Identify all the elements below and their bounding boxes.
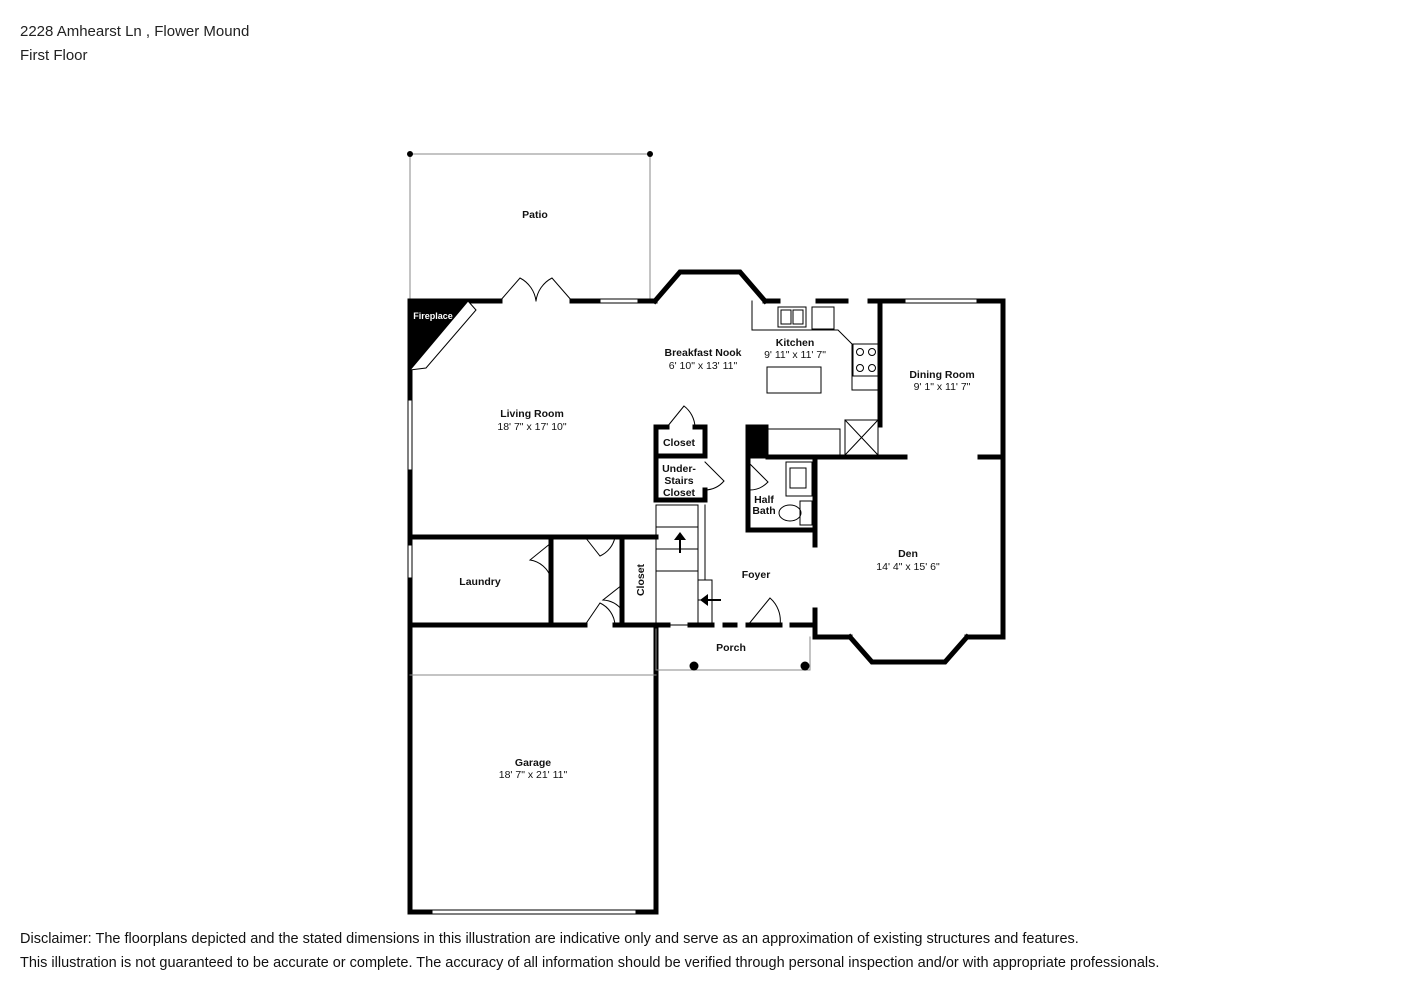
windows: [407, 298, 978, 915]
fireplace: [408, 300, 477, 372]
room-dims-garage: 18' 7" x 21' 11": [499, 769, 568, 781]
room-label-patio: Patio: [522, 209, 548, 221]
kitchen-fixtures: [751, 300, 881, 456]
room-label-under-stairs-3: Closet: [663, 487, 696, 499]
room-label-fireplace: Fireplace: [413, 311, 453, 321]
room-dims-breakfast-nook: 6' 10" x 13' 11": [669, 360, 738, 372]
room-label-dining-room: Dining Room: [909, 369, 974, 381]
room-dims-living-room: 18' 7" x 17' 10": [497, 421, 567, 433]
room-dims-dining-room: 9' 1" x 11' 7": [914, 381, 971, 393]
stairs-up-arrow: [674, 532, 686, 553]
room-label-half-bath-1: Half: [754, 494, 774, 506]
room-label-living-room: Living Room: [500, 408, 564, 420]
room-label-closet-upper: Closet: [663, 437, 696, 449]
doors: [499, 277, 781, 626]
room-label-foyer: Foyer: [742, 569, 771, 581]
interior-walls: [407, 298, 1006, 628]
room-label-breakfast-nook: Breakfast Nook: [664, 347, 741, 359]
room-label-garage: Garage: [515, 757, 551, 769]
stairs-down-arrow: [700, 594, 721, 606]
room-label-laundry: Laundry: [459, 576, 501, 588]
bath-fixtures: [778, 461, 813, 526]
porch-outline: [409, 628, 811, 676]
room-dims-den: 14' 4" x 15' 6": [876, 561, 940, 573]
property-address: 2228 Amhearst Ln , Flower Mound: [20, 23, 250, 40]
porch-column: [689, 661, 699, 671]
room-label-porch: Porch: [716, 642, 746, 654]
room-dims-kitchen: 9' 11" x 11' 7": [764, 349, 826, 361]
room-label-under-stairs-2: Stairs: [664, 475, 693, 487]
disclaimer-line-1: Disclaimer: The floorplans depicted and …: [20, 931, 1079, 947]
refrigerator: [745, 424, 769, 459]
stairs: [655, 504, 713, 626]
disclaimer-line-2: This illustration is not guaranteed to b…: [20, 955, 1160, 971]
room-label-under-stairs-1: Under-: [662, 463, 696, 475]
patio-outline: [407, 151, 653, 301]
room-label-closet-lower: Closet: [635, 563, 647, 596]
room-label-kitchen: Kitchen: [776, 337, 815, 349]
porch-column: [800, 661, 810, 671]
room-label-den: Den: [898, 548, 918, 560]
floor-name: First Floor: [20, 47, 88, 64]
room-label-half-bath-2: Bath: [752, 505, 775, 517]
